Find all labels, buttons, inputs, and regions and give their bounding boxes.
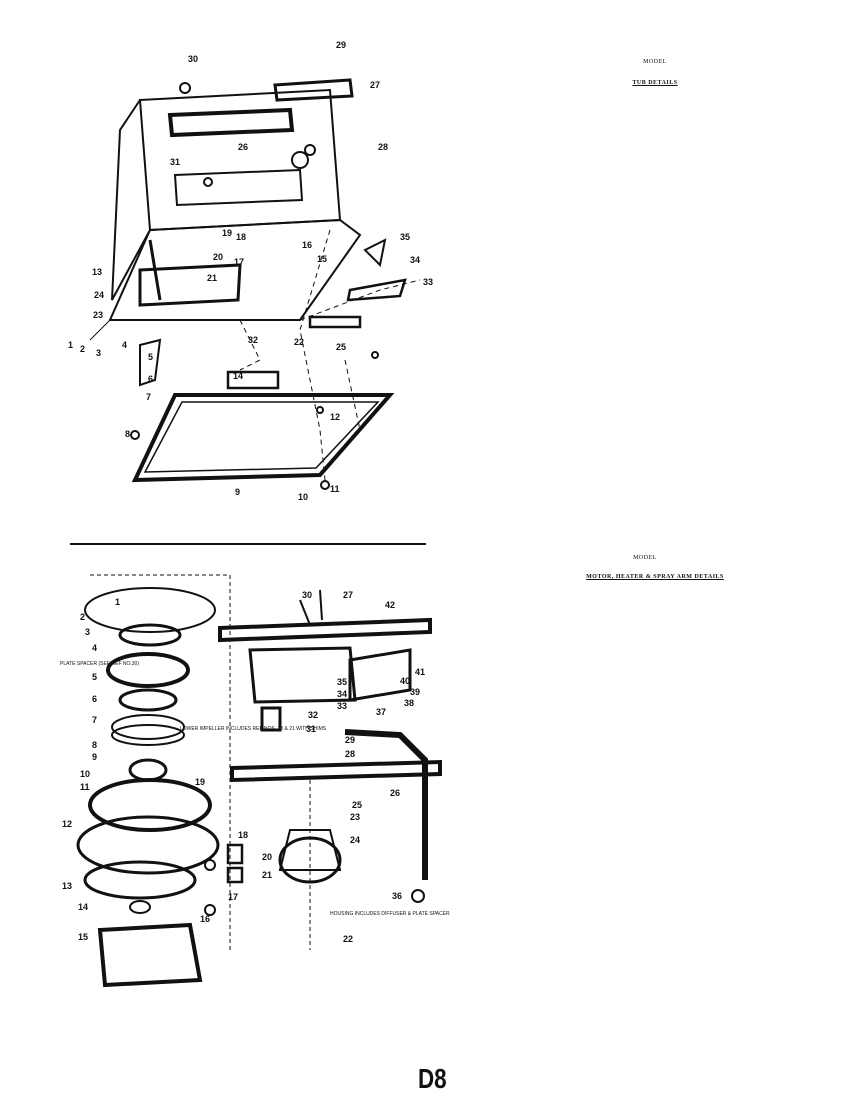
motor-ref-27: 27 — [343, 590, 353, 600]
motor-ref-15: 15 — [78, 932, 88, 942]
tub-assembly — [89, 78, 421, 490]
tub-ref-19: 19 — [222, 228, 232, 238]
tub-ref-17: 17 — [234, 257, 244, 267]
tub-ref-27: 27 — [370, 80, 380, 90]
tub-ref-34: 34 — [410, 255, 420, 265]
tub-ref-25: 25 — [336, 342, 346, 352]
tub-ref-16: 16 — [302, 240, 312, 250]
tub-ref-32: 32 — [248, 335, 258, 345]
tub-model-caption: MODEL — [643, 59, 667, 65]
motor-ref-28: 28 — [345, 749, 355, 759]
tub-ref-31: 31 — [170, 157, 180, 167]
motor-ref-19: 19 — [195, 777, 205, 787]
motor-assembly — [76, 574, 442, 988]
motor-ref-33: 33 — [337, 701, 347, 711]
lower-impeller-callout: LOWER IMPELLER INCLUDES REF NOS. 18 & 21… — [180, 726, 327, 732]
motor-ref-10: 10 — [80, 769, 90, 779]
motor-ref-35: 35 — [337, 677, 347, 687]
tub-ref-28: 28 — [378, 142, 388, 152]
motor-ref-22: 22 — [343, 934, 353, 944]
motor-details-title: MOTOR, HEATER & SPRAY ARM DETAILS — [586, 574, 724, 580]
motor-ref-42: 42 — [385, 600, 395, 610]
motor-ref-16: 16 — [200, 914, 210, 924]
motor-ref-31: 31 — [306, 724, 316, 734]
motor-part-labels: 1234567891011121314151617181920212223242… — [62, 590, 425, 944]
tub-ref-12: 12 — [330, 412, 340, 422]
page-number: D8 — [418, 1063, 447, 1094]
motor-ref-9: 9 — [92, 752, 97, 762]
tub-ref-26: 26 — [238, 142, 248, 152]
tub-ref-3: 3 — [96, 348, 101, 358]
tub-ref-10: 10 — [298, 492, 308, 502]
tub-ref-35: 35 — [400, 232, 410, 242]
motor-model-caption: MODEL — [633, 555, 657, 561]
motor-ref-3: 3 — [85, 627, 90, 637]
motor-ref-26: 26 — [390, 788, 400, 798]
tub-ref-23: 23 — [93, 310, 103, 320]
motor-ref-25: 25 — [352, 800, 362, 810]
tub-ref-18: 18 — [236, 232, 246, 242]
tub-ref-30: 30 — [188, 54, 198, 64]
motor-ref-29: 29 — [345, 735, 355, 745]
tub-ref-9: 9 — [235, 487, 240, 497]
tub-ref-5: 5 — [148, 352, 153, 362]
motor-ref-2: 2 — [80, 612, 85, 622]
motor-ref-23: 23 — [350, 812, 360, 822]
housing-callout: HOUSING INCLUDES DIFFUSER & PLATE SPACER — [330, 911, 450, 917]
motor-ref-18: 18 — [238, 830, 248, 840]
motor-ref-11: 11 — [80, 782, 90, 792]
motor-ref-37: 37 — [376, 707, 386, 717]
motor-ref-20: 20 — [262, 852, 272, 862]
motor-ref-39: 39 — [410, 687, 420, 697]
motor-ref-5: 5 — [92, 672, 97, 682]
motor-ref-24: 24 — [350, 835, 360, 845]
motor-ref-13: 13 — [62, 881, 72, 891]
tub-ref-29: 29 — [336, 40, 346, 50]
tub-ref-22: 22 — [294, 337, 304, 347]
tub-details-title: TUB DETAILS — [632, 80, 678, 86]
tub-ref-14: 14 — [233, 371, 243, 381]
motor-ref-6: 6 — [92, 694, 97, 704]
motor-ref-30: 30 — [302, 590, 312, 600]
plate-spacer-callout: PLATE SPACER (SEE REF NO.30) — [60, 661, 139, 667]
motor-ref-7: 7 — [92, 715, 97, 725]
tub-ref-7: 7 — [146, 392, 151, 402]
tub-ref-20: 20 — [213, 252, 223, 262]
tub-ref-8: 8 — [125, 429, 130, 439]
motor-ref-34: 34 — [337, 689, 347, 699]
tub-ref-11: 11 — [330, 484, 340, 494]
motor-ref-36: 36 — [392, 891, 402, 901]
motor-ref-1: 1 — [115, 597, 120, 607]
motor-ref-38: 38 — [404, 698, 414, 708]
motor-ref-21: 21 — [262, 870, 272, 880]
motor-ref-40: 40 — [400, 676, 410, 686]
motor-ref-32: 32 — [308, 710, 318, 720]
motor-ref-14: 14 — [78, 902, 88, 912]
tub-ref-2: 2 — [80, 344, 85, 354]
tub-ref-33: 33 — [423, 277, 433, 287]
tub-ref-4: 4 — [122, 340, 127, 350]
motor-ref-17: 17 — [228, 892, 238, 902]
tub-ref-15: 15 — [317, 254, 327, 264]
section-divider — [70, 543, 426, 545]
motor-ref-8: 8 — [92, 740, 97, 750]
tub-ref-1: 1 — [68, 340, 73, 350]
motor-ref-4: 4 — [92, 643, 97, 653]
motor-ref-12: 12 — [62, 819, 72, 829]
tub-ref-24: 24 — [94, 290, 104, 300]
tub-ref-21: 21 — [207, 273, 217, 283]
tub-ref-6: 6 — [148, 374, 153, 384]
motor-ref-41: 41 — [415, 667, 425, 677]
tub-ref-13: 13 — [92, 267, 102, 277]
